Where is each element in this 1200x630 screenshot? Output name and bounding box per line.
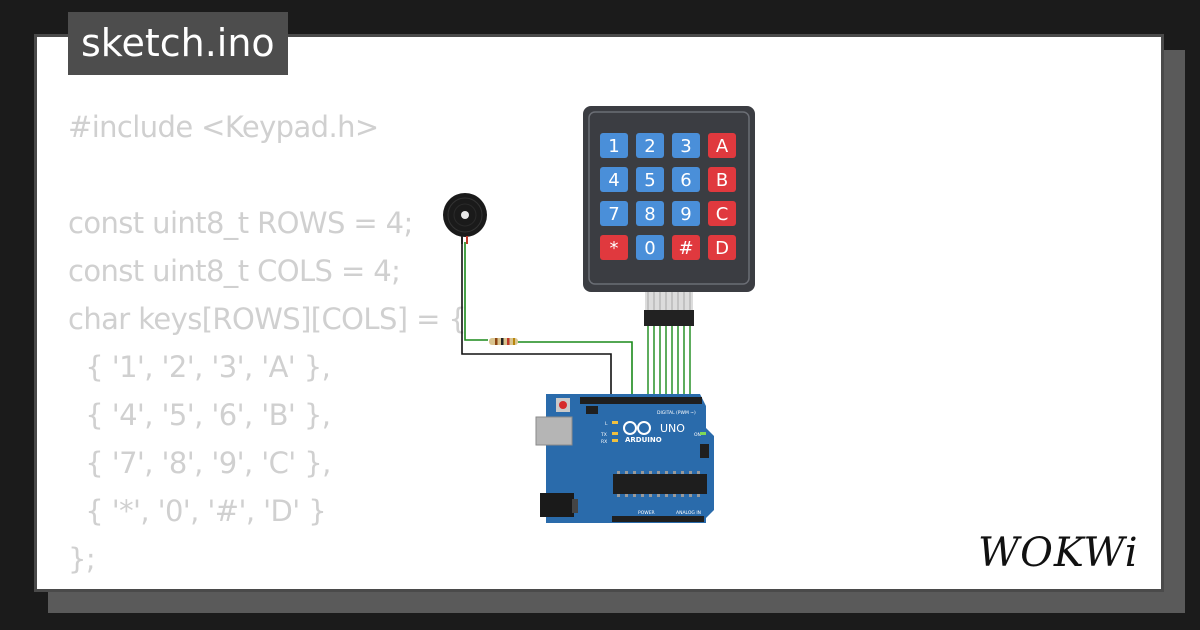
digital-header (580, 397, 702, 404)
keypad-key-label: * (610, 238, 619, 259)
code-line: const uint8_t ROWS = 4; (68, 206, 413, 240)
keypad-key-label: 0 (644, 238, 655, 259)
keypad-key-face (672, 167, 700, 192)
code-preview: #include <Keypad.h> const uint8_t ROWS = … (68, 103, 467, 583)
code-line: const uint8_t COLS = 4; (68, 254, 401, 288)
keypad-key-face (600, 235, 628, 260)
on-label: ON (694, 432, 701, 438)
resistor (489, 338, 518, 345)
keypad-key: 9 (672, 201, 700, 226)
code-line: { '1', '2', '3', 'A' }, (68, 350, 331, 384)
arduino-brand-label: ARDUINO (625, 436, 662, 444)
keypad-key: # (672, 235, 700, 260)
keypad-key-label: 7 (608, 204, 619, 225)
keypad-key-label: 3 (680, 136, 691, 157)
keypad-key-label: 2 (644, 136, 655, 157)
keypad-key: 8 (636, 201, 664, 226)
wire-buzzer-ground (461, 242, 612, 400)
reset-button (559, 401, 567, 409)
code-line: char keys[ROWS][COLS] = { (68, 302, 467, 336)
buzzer (443, 193, 487, 244)
keypad-key-face (636, 235, 664, 260)
keypad-key-label: # (678, 238, 693, 259)
keypad-key: C (708, 201, 736, 226)
keypad-key-face (708, 235, 736, 260)
keypad-key-face (672, 235, 700, 260)
led-tx-label: TX (600, 432, 607, 438)
keypad-key: 2 (636, 133, 664, 158)
power-header (612, 516, 704, 522)
keypad-key-face (708, 167, 736, 192)
code-line: { '7', '8', '9', 'C' }, (68, 446, 331, 480)
atmega-chip (613, 474, 707, 494)
keypad-key-label: C (716, 204, 729, 225)
keypad-key: B (708, 167, 736, 192)
led-rx-label: RX (601, 439, 607, 445)
file-name-tag: sketch.ino (68, 12, 288, 75)
keypad-key: D (708, 235, 736, 260)
keypad-key: 5 (636, 167, 664, 192)
analog-label: ANALOG IN (676, 510, 701, 516)
code-line: }; (68, 542, 96, 576)
wire-buzzer-signal (464, 242, 488, 341)
keypad-key: 7 (600, 201, 628, 226)
wokwi-logo: WOKWi (978, 530, 1139, 576)
keypad-key: 3 (672, 133, 700, 158)
keypad-key-face (600, 167, 628, 192)
arduino-model-label: UNO (660, 422, 685, 435)
keypad-key-face (708, 133, 736, 158)
arduino-uno: ARDUINO UNO DIGITAL (PWM ~) POWER ANALOG… (535, 394, 714, 523)
keypad-key-face (672, 133, 700, 158)
keypad-key: 4 (600, 167, 628, 192)
keypad-connector (644, 310, 694, 326)
keypad-key-label: B (716, 170, 728, 191)
keypad-key-face (672, 201, 700, 226)
keypad-key-face (708, 201, 736, 226)
wokwi-logo-text: WOKWi (978, 530, 1139, 576)
keypad-key: 1 (600, 133, 628, 158)
keypad-key: 0 (636, 235, 664, 260)
keypad-key-label: 1 (608, 136, 619, 157)
wire-keypad-bus (647, 326, 691, 400)
keypad-key-label: 6 (680, 170, 691, 191)
keypad-key: 6 (672, 167, 700, 192)
keypad: 1 2 3 A 4 5 6 B 7 8 9 C * 0 # D (583, 106, 755, 326)
keypad-key-label: 5 (644, 170, 655, 191)
code-line: { '*', '0', '#', 'D' } (68, 494, 327, 528)
keypad-key-face (600, 133, 628, 158)
power-jack (540, 493, 574, 517)
keypad-key-label: 4 (608, 170, 619, 191)
arduino-logo (623, 421, 651, 435)
keypad-key-face (636, 201, 664, 226)
keypad-ribbon-lines (647, 292, 691, 310)
keypad-key: * (600, 235, 628, 260)
keypad-ribbon (645, 292, 693, 310)
keypad-key-label: D (715, 238, 729, 259)
keypad-key-label: A (716, 136, 729, 157)
digital-label: DIGITAL (PWM ~) (657, 410, 696, 416)
keypad-keys: 1 2 3 A 4 5 6 B 7 8 9 C * 0 # D (600, 133, 736, 260)
wires (461, 242, 691, 400)
power-label: POWER (638, 510, 655, 516)
keypad-key-face (600, 201, 628, 226)
wire-resistor-to-arduino (518, 341, 633, 400)
keypad-key-face (636, 133, 664, 158)
keypad-key-label: 9 (680, 204, 691, 225)
keypad-key-label: 8 (644, 204, 655, 225)
keypad-key: A (708, 133, 736, 158)
code-line: { '4', '5', '6', 'B' }, (68, 398, 331, 432)
code-line: #include <Keypad.h> (68, 110, 379, 144)
usb-port (536, 417, 572, 445)
keypad-key-face (636, 167, 664, 192)
led-l-label: L (605, 421, 608, 427)
